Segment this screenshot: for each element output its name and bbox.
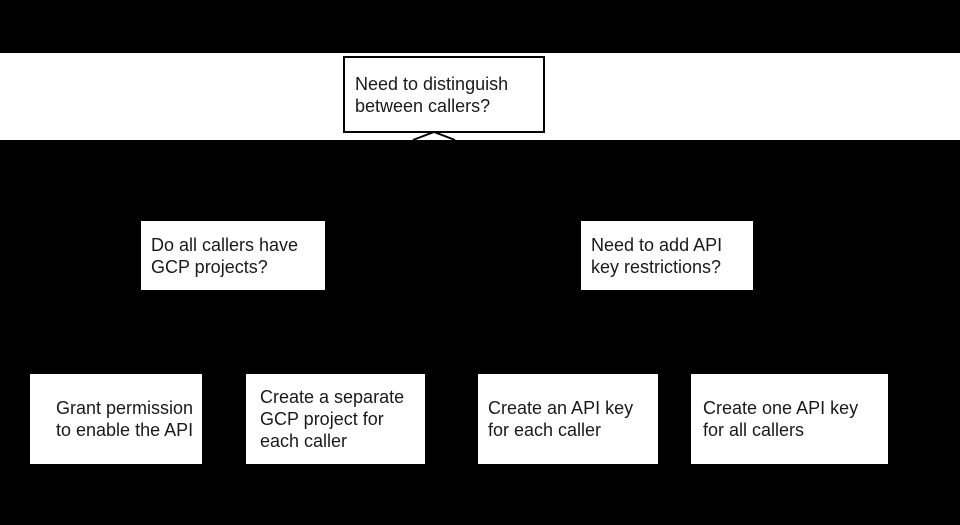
- decision-node-api-key-restrictions: Need to add API key restrictions?: [581, 221, 753, 290]
- decision-node-gcp-projects: Do all callers have GCP projects?: [141, 221, 325, 290]
- action-node-api-key-all-callers: Create one API key for all callers: [691, 374, 888, 464]
- action-node-api-key-each-caller: Create an API key for each caller: [478, 374, 658, 464]
- decision-node-distinguish-callers: Need to distinguish between callers?: [343, 56, 545, 133]
- action-node-grant-permission: Grant permission to enable the API: [30, 374, 202, 464]
- branch-arrow-icon: [412, 130, 456, 141]
- action-node-separate-gcp-project: Create a separate GCP project for each c…: [246, 374, 425, 464]
